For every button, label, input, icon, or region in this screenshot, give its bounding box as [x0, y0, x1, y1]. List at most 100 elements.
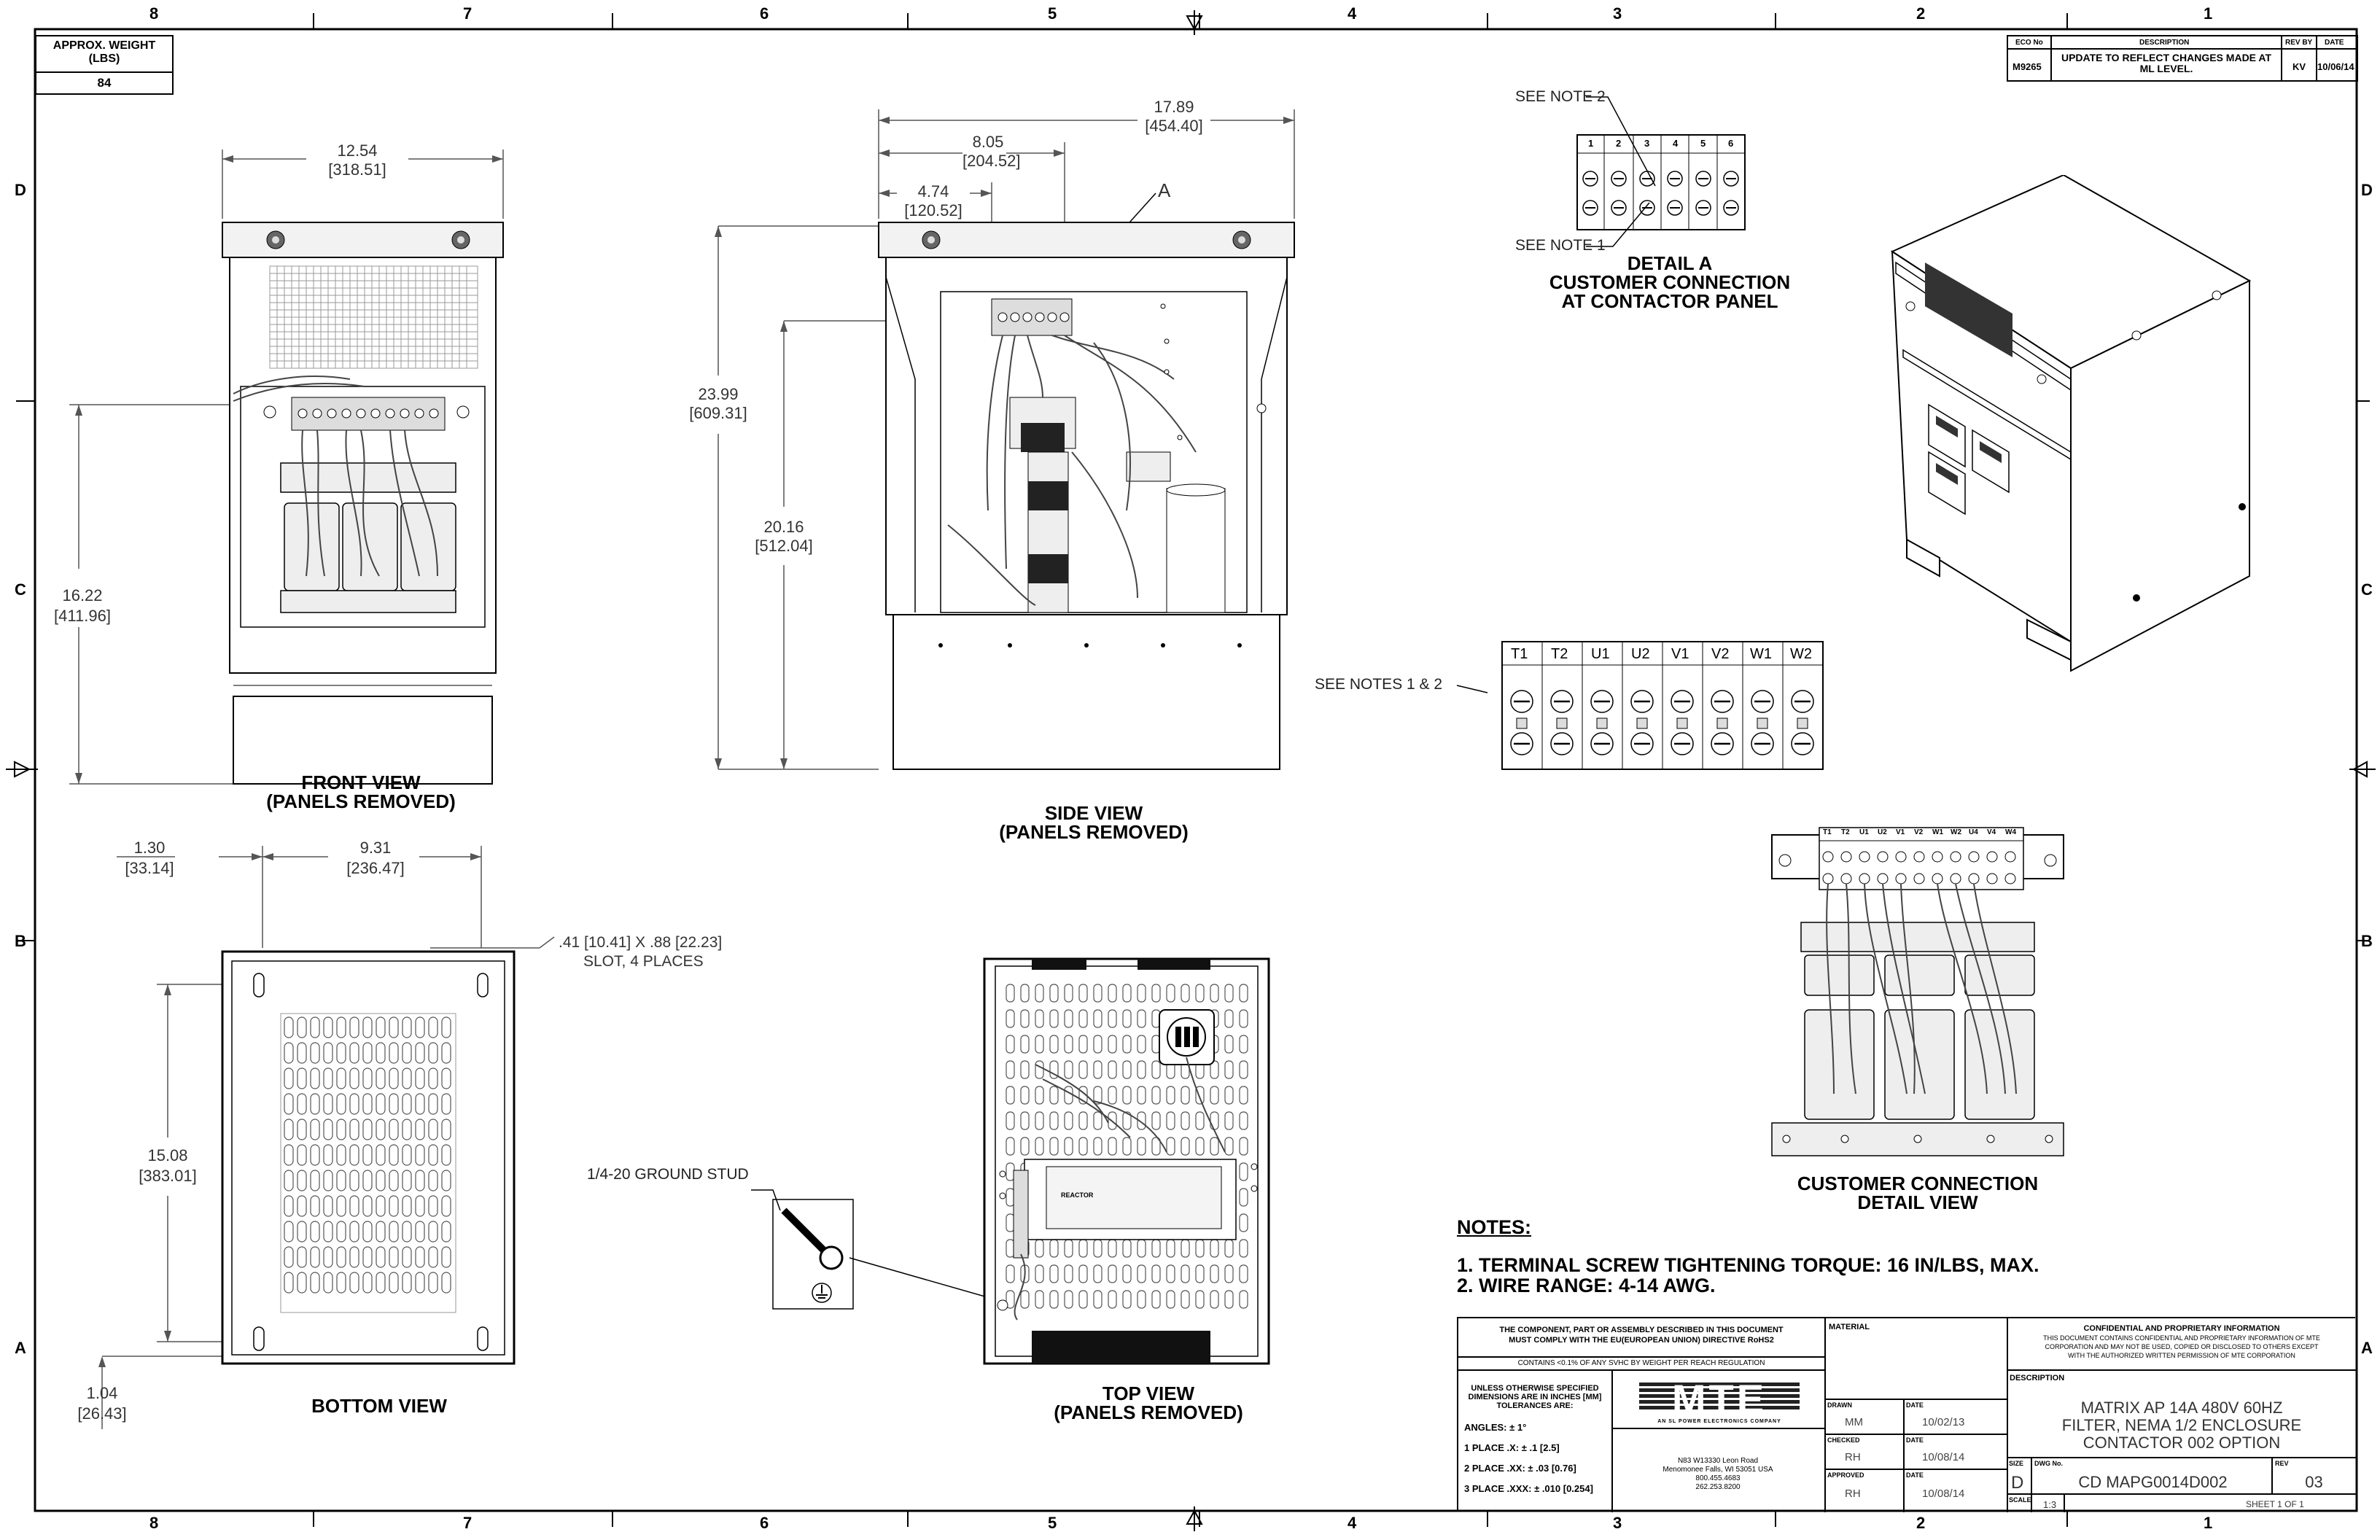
cc-label: T1 — [1823, 828, 1832, 836]
drawn-label: DRAWN — [1827, 1401, 1852, 1409]
terminal-label-w2: W2 — [1790, 646, 1812, 662]
top-view-sublabel: (PANELS REMOVED) — [1054, 1401, 1243, 1423]
cc-label: U2 — [1878, 828, 1887, 836]
zone-label: D — [15, 181, 26, 199]
bottom-view-drawing — [98, 846, 555, 1429]
slot-x: X .88 — [635, 934, 672, 951]
zone-label: D — [2361, 181, 2373, 199]
customer-detail-label: CUSTOMER CONNECTION — [1797, 1172, 2039, 1194]
rev-header: DESCRIPTION — [2139, 39, 2190, 47]
mte-logo — [1639, 1382, 1800, 1409]
front-view-sublabel: (PANELS REMOVED) — [266, 790, 456, 812]
rev-value: 03 — [2305, 1473, 2323, 1491]
zone-label: 7 — [463, 4, 472, 23]
title-block: THE COMPONENT, PART OR ASSEMBLY DESCRIBE… — [1457, 1317, 2357, 1512]
zone-label: 5 — [1048, 1514, 1057, 1532]
slot-mm: [10.41] — [584, 934, 631, 951]
bottom-d2-in: 9.31 — [359, 839, 392, 857]
side-d3-mm: [120.52] — [904, 201, 962, 219]
terminal-label-u2: U2 — [1631, 646, 1650, 662]
side-d3-in: 4.74 — [917, 182, 949, 201]
note-2: 2. WIRE RANGE: 4-14 AWG. — [1457, 1275, 1716, 1296]
side-view-drawing — [715, 109, 1295, 770]
scale-value: 1:3 — [2043, 1499, 2057, 1510]
bottom-view-label: BOTTOM VIEW — [311, 1395, 447, 1417]
customer-detail-drawing — [1771, 827, 2064, 1156]
sheet-number: SHEET 1 OF 1 — [2246, 1499, 2304, 1509]
tolerance-2-place: 2 PLACE .XX: ± .03 [0.76] — [1464, 1463, 1576, 1474]
tolerance-3: TOLERANCES ARE: — [1496, 1401, 1574, 1410]
cc-label: W1 — [1932, 828, 1943, 836]
side-h2-mm: [512.04] — [755, 537, 813, 555]
confidential-title: CONFIDENTIAL AND PROPRIETARY INFORMATION — [2083, 1324, 2280, 1333]
checked-label: CHECKED — [1827, 1436, 1860, 1444]
front-width-in: 12.54 — [337, 141, 378, 160]
side-d2-in: 8.05 — [972, 133, 1004, 151]
side-h2-in: 20.16 — [763, 518, 804, 536]
rev-label: REV — [2275, 1460, 2289, 1467]
rev-by: KV — [2292, 61, 2306, 72]
side-view-sublabel: (PANELS REMOVED) — [999, 821, 1189, 843]
tolerance-3-place: 3 PLACE .XXX: ± .010 [0.254] — [1464, 1483, 1593, 1494]
rev-eco: M9265 — [2012, 61, 2042, 72]
bottom-d1-in: 1.30 — [133, 839, 166, 857]
side-depth-in: 17.89 — [1154, 98, 1194, 116]
top-view-label: TOP VIEW — [1102, 1382, 1195, 1404]
detail-a-terminal: 5 — [1700, 138, 1706, 149]
detail-a-subtitle: CUSTOMER CONNECTION — [1549, 271, 1791, 293]
terminal-label-t1: T1 — [1511, 646, 1528, 662]
top-view-drawing — [751, 957, 1270, 1365]
zone-label: A — [15, 1339, 26, 1357]
description-1: MATRIX AP 14A 480V 60HZ — [2080, 1399, 2283, 1417]
confidential-1: THIS DOCUMENT CONTAINS CONFIDENTIAL AND … — [2043, 1334, 2320, 1342]
zone-label: C — [2361, 580, 2373, 599]
terminal-label-w1: W1 — [1750, 646, 1772, 662]
front-height-mm: [411.96] — [54, 607, 111, 625]
approved-date: 10/08/14 — [1922, 1488, 1965, 1500]
zone-label: 2 — [1916, 4, 1926, 23]
bottom-b-in: 1.04 — [86, 1384, 118, 1402]
see-note-1: SEE NOTE 1 — [1515, 237, 1606, 254]
drawn-date: 10/02/13 — [1922, 1416, 1965, 1428]
zone-label: B — [15, 932, 26, 950]
bottom-h-in: 15.08 — [147, 1146, 188, 1164]
terminal-label-u1: U1 — [1591, 646, 1610, 662]
detail-a-terminal: 4 — [1673, 138, 1679, 149]
customer-detail-sublabel: DETAIL VIEW — [1857, 1191, 1978, 1213]
rohs-line-2: MUST COMPLY WITH THE EU(EUROPEAN UNION) … — [1509, 1336, 1774, 1345]
side-h1-in: 23.99 — [698, 385, 739, 403]
rev-header: ECO No — [2015, 39, 2043, 47]
cc-label: V2 — [1914, 828, 1924, 836]
front-view-label: FRONT VIEW — [301, 771, 421, 793]
checked-date: 10/08/14 — [1922, 1451, 1965, 1463]
zone-label: 6 — [760, 1514, 769, 1532]
bottom-b-mm: [26.43] — [77, 1404, 127, 1423]
zone-label: 4 — [1348, 1514, 1357, 1532]
side-h1-mm: [609.31] — [689, 404, 747, 422]
detail-a-terminal: 6 — [1728, 138, 1734, 149]
zone-label: 3 — [1613, 1514, 1622, 1532]
rev-header: REV BY — [2285, 39, 2313, 47]
zone-label: A — [2361, 1339, 2373, 1357]
dwg-number: CD MAPG0014D002 — [2078, 1473, 2228, 1491]
reactor-label: REACTOR — [1061, 1191, 1094, 1199]
notes-title: NOTES: — [1457, 1216, 1532, 1238]
size-value: D — [2011, 1473, 2024, 1493]
dwg-label: DWG No. — [2034, 1460, 2063, 1467]
slot-x-mm: [22.23] — [675, 934, 723, 951]
approved-by: RH — [1845, 1488, 1861, 1500]
side-d2-mm: [204.52] — [962, 152, 1021, 170]
bottom-d1-mm: [33.14] — [125, 859, 174, 877]
cc-label: T2 — [1841, 828, 1850, 836]
description-2: FILTER, NEMA 1/2 ENCLOSURE — [2061, 1416, 2302, 1434]
date-label: DATE — [1906, 1471, 1924, 1479]
side-view-label: SIDE VIEW — [1044, 802, 1143, 824]
cc-label: U1 — [1859, 828, 1869, 836]
note-1: 1. TERMINAL SCREW TIGHTENING TORQUE: 16 … — [1457, 1254, 2039, 1276]
weight-label: APPROX. WEIGHT (LBS) — [52, 39, 156, 65]
terminal-label-v2: V2 — [1711, 646, 1730, 662]
front-height-in: 16.22 — [62, 586, 103, 604]
zone-label: 8 — [149, 1514, 159, 1532]
detail-a-terminal: 1 — [1588, 138, 1594, 149]
